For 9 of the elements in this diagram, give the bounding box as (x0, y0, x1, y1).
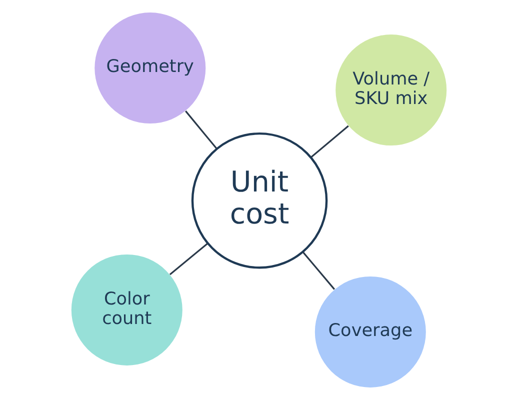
node-circle: Unit cost (191, 132, 328, 269)
connector (302, 252, 336, 290)
node-circle: Coverage (314, 276, 426, 388)
node-circle: Color count (71, 254, 182, 366)
connector (185, 110, 218, 150)
connector (169, 242, 208, 276)
connector (310, 125, 349, 158)
node-circle: Volume / SKU mix (336, 34, 447, 146)
node-circle: Geometry (94, 12, 206, 124)
